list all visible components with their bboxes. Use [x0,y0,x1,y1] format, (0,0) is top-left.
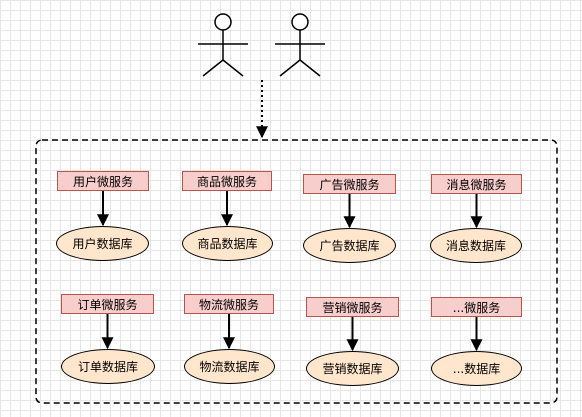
microservice-node: 广告微服务 [303,174,396,194]
database-node: 营销数据库 [306,351,399,386]
database-node: 物流数据库 [184,349,275,384]
database-node: ...数据库 [431,351,522,386]
database-node: 用户数据库 [56,226,149,261]
actor-icon [198,13,248,77]
microservice-node: 消息微服务 [431,174,522,194]
microservice-node: 订单微服务 [61,294,154,314]
microservice-node: 用户微服务 [57,171,149,191]
microservice-node: 物流微服务 [184,294,274,314]
actor-icon [275,13,325,77]
database-node: 消息数据库 [430,228,522,263]
microservices-container [35,139,558,404]
database-node: 广告数据库 [303,228,396,263]
database-node: 商品数据库 [182,226,273,261]
microservice-node: 商品微服务 [182,171,272,191]
microservice-node: ...微服务 [431,297,522,317]
microservice-node: 营销微服务 [306,297,399,317]
database-node: 订单数据库 [61,349,155,384]
